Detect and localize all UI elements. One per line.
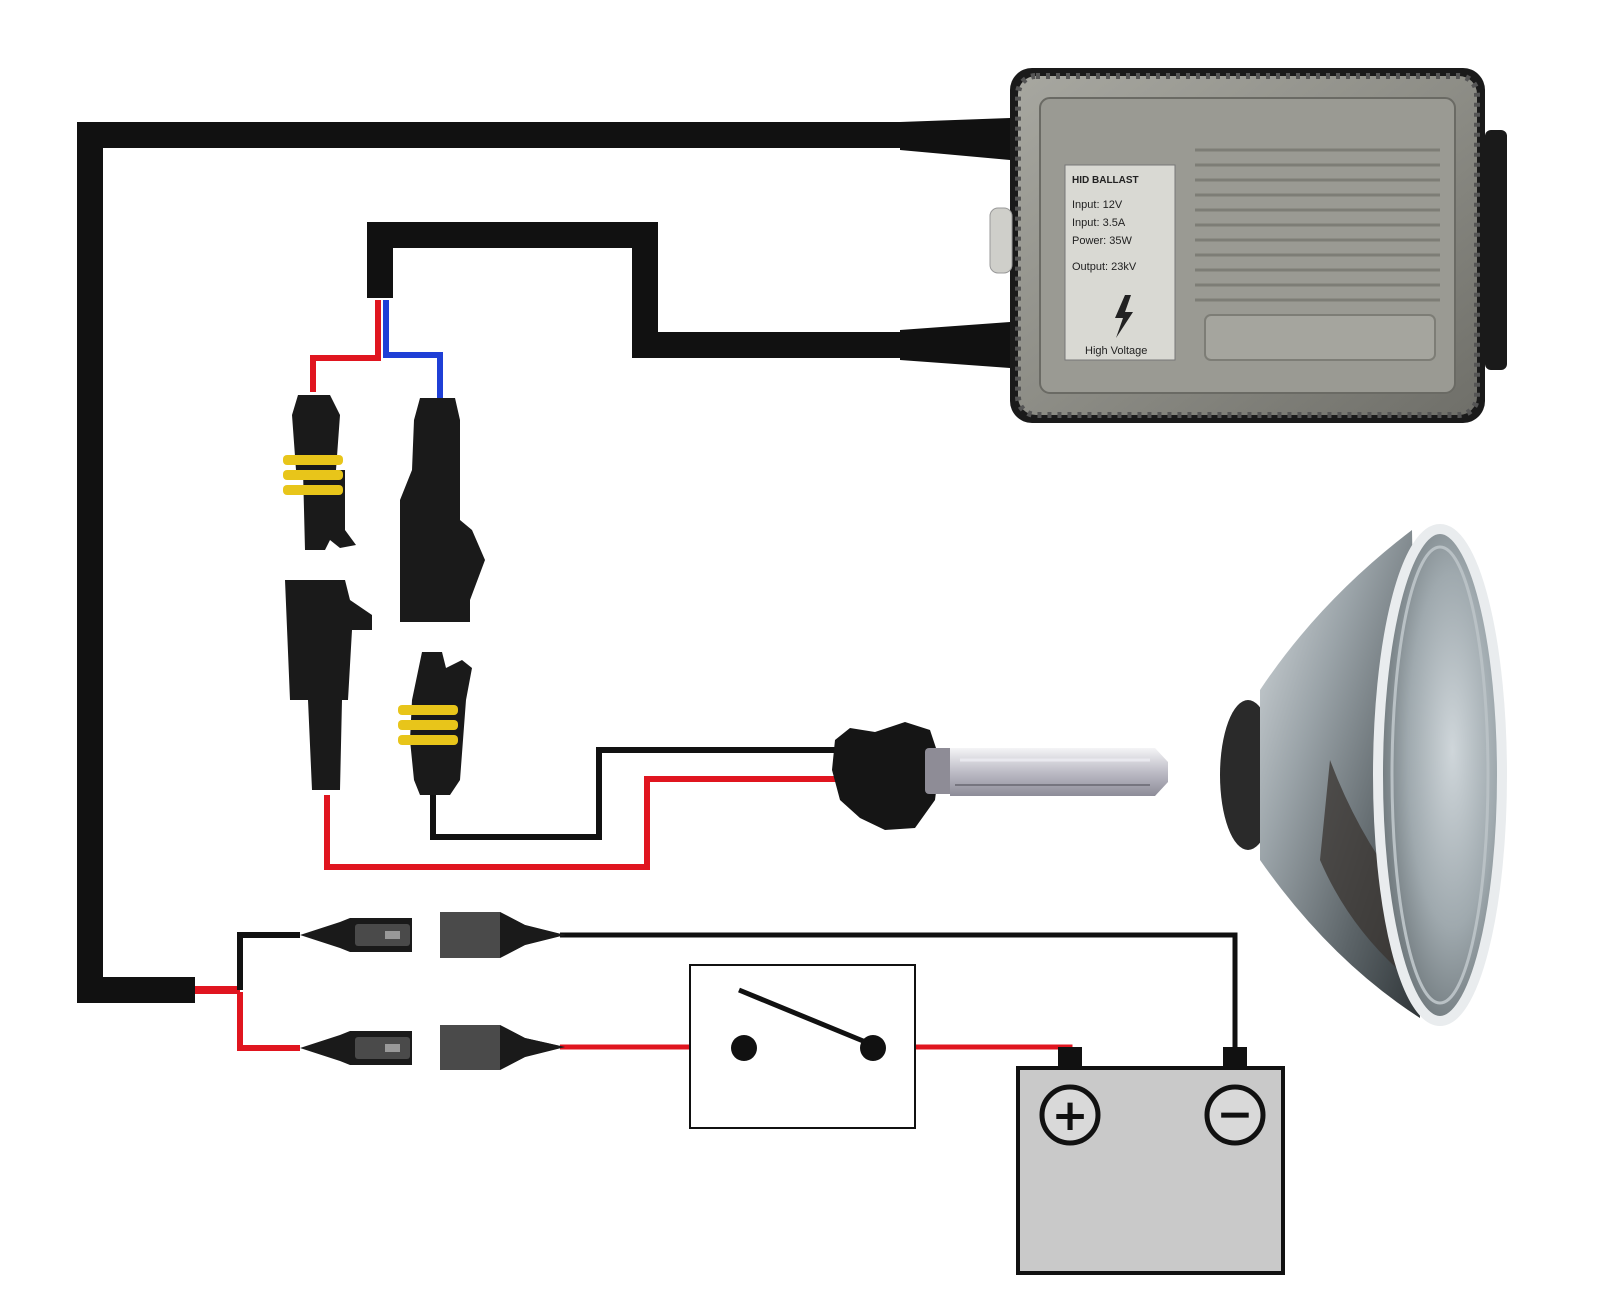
bulb-red-lead bbox=[324, 776, 840, 870]
ground-wire bbox=[560, 932, 1238, 1058]
upper-right-connector bbox=[400, 398, 485, 622]
headlamp-icon bbox=[1220, 524, 1507, 1026]
battery-positive-icon: + bbox=[1039, 1084, 1101, 1146]
ballast-spec-1: Input: 12V bbox=[1072, 199, 1123, 211]
ballast-power-wire-taper bbox=[900, 118, 1010, 160]
switch-icon bbox=[689, 964, 916, 1129]
ballast-warning: High Voltage bbox=[1085, 345, 1147, 357]
hid-bulb-icon bbox=[832, 722, 1168, 830]
ballast-plate bbox=[1204, 314, 1436, 361]
ballast-output-wire-taper bbox=[900, 322, 1010, 368]
harness-bottom-male-connector bbox=[300, 1031, 412, 1065]
harness-bottom-female-connector bbox=[440, 1025, 565, 1070]
output-red-lead bbox=[310, 300, 381, 392]
battery-positive-post bbox=[1058, 1047, 1082, 1069]
ballast-power-wire bbox=[77, 122, 1010, 1003]
ballast-spec-3: Power: 35W bbox=[1072, 235, 1133, 247]
mid-right-connector bbox=[398, 652, 472, 795]
harness-black-branch bbox=[237, 932, 300, 990]
battery-negative-post bbox=[1223, 1047, 1247, 1069]
harness-top-female-connector bbox=[440, 912, 565, 958]
battery-positive-symbol: + bbox=[1052, 1090, 1089, 1141]
battery-icon: + − bbox=[1016, 1047, 1285, 1275]
switch-terminal-left bbox=[731, 1035, 757, 1061]
battery-negative-icon: − bbox=[1204, 1084, 1266, 1146]
bulb-glass bbox=[950, 748, 1168, 796]
ballast-spec-2: Input: 3.5A bbox=[1072, 217, 1126, 229]
high-voltage-icon bbox=[1115, 295, 1133, 338]
battery-negative-symbol: − bbox=[1217, 1089, 1254, 1140]
output-blue-lead bbox=[383, 300, 443, 398]
harness-red-branch bbox=[237, 992, 300, 1051]
ballast-cooling-ribs bbox=[1195, 148, 1440, 302]
harness-top-male-connector bbox=[300, 918, 412, 952]
ballast-spec-4: Output: 23kV bbox=[1072, 261, 1137, 273]
switch-lever bbox=[738, 987, 869, 1046]
bulb-black-lead bbox=[430, 747, 840, 840]
upper-left-connector bbox=[283, 395, 356, 550]
ballast-title: HID BALLAST bbox=[1072, 175, 1139, 186]
mid-left-connector bbox=[285, 580, 372, 790]
ballast-output-wire bbox=[367, 222, 1010, 358]
headlamp-lens bbox=[1373, 524, 1507, 1026]
ballast-icon: HID BALLAST Input: 12V Input: 3.5A Power… bbox=[989, 68, 1507, 423]
